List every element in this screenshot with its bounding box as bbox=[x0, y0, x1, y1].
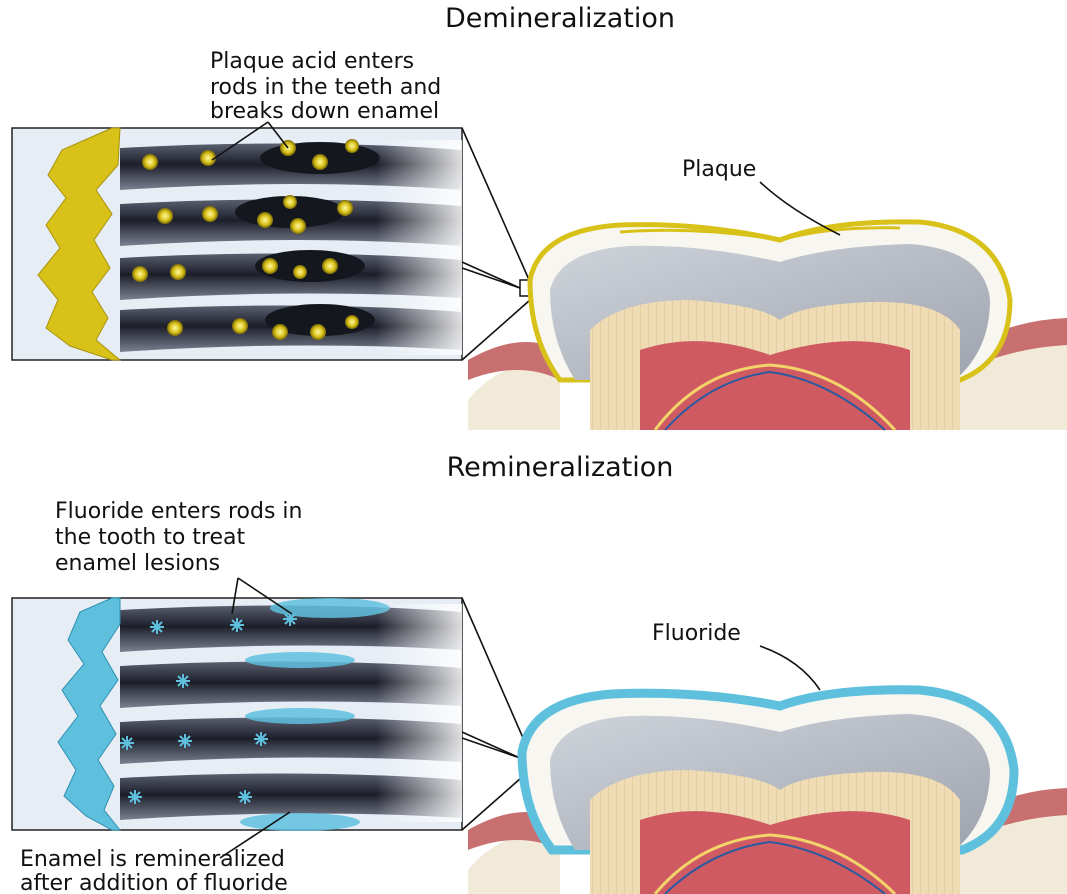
callout-line: Plaque acid enters bbox=[210, 49, 414, 74]
callout-line: breaks down enamel bbox=[210, 99, 439, 124]
callout-line: rods in the teeth and bbox=[210, 75, 441, 100]
callout-line: the tooth to treat bbox=[55, 525, 245, 550]
remineralization-callout-top: Fluoride enters rods in the tooth to tre… bbox=[55, 499, 309, 576]
demin-rods-panel bbox=[12, 122, 462, 360]
callout-line: Enamel is remineralized bbox=[20, 847, 285, 872]
tooth-remineralization bbox=[468, 690, 1067, 894]
remin-rods bbox=[120, 598, 462, 831]
callout-line: enamel lesions bbox=[55, 551, 220, 576]
remineralization-callout-bottom: Enamel is remineralized after addition o… bbox=[20, 847, 292, 894]
remineralization-title: Remineralization bbox=[447, 452, 674, 483]
plaque-label: Plaque bbox=[682, 157, 756, 182]
callout-line: Fluoride enters rods in bbox=[55, 499, 302, 524]
callout-line: after addition of fluoride bbox=[20, 871, 288, 894]
demineralization-callout: Plaque acid enters rods in the teeth and… bbox=[210, 49, 448, 124]
fluoride-label: Fluoride bbox=[652, 621, 741, 646]
demineralization-title: Demineralization bbox=[445, 3, 675, 34]
remin-rods-panel bbox=[12, 578, 462, 858]
tooth-demineralization bbox=[468, 222, 1067, 430]
